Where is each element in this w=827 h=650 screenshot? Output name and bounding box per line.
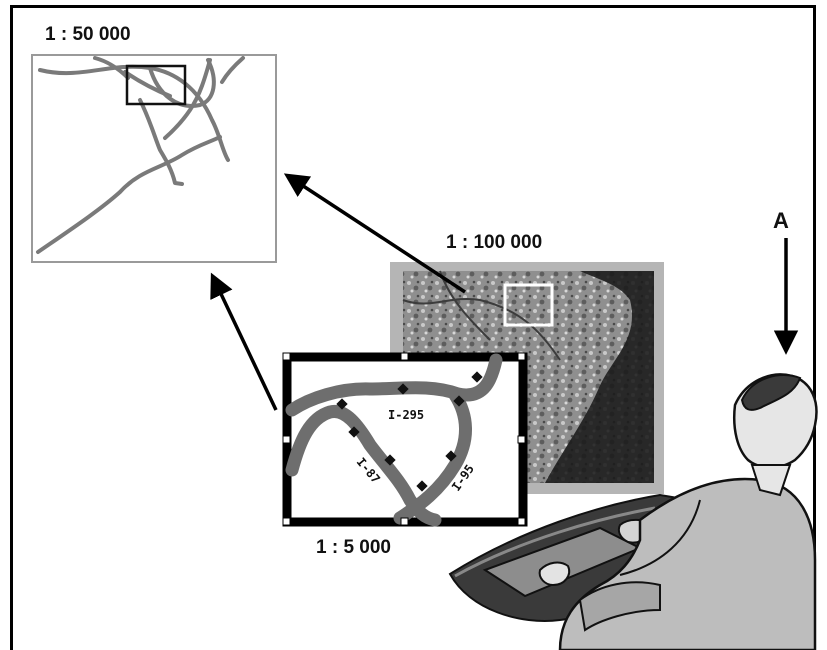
resize-handle [401,518,408,525]
resize-handle [283,518,290,525]
resize-handle [401,353,408,360]
scale-label-50k: 1 : 50 000 [45,24,131,46]
map-50k [32,55,276,262]
resize-handle [518,518,525,525]
arrow-5k-to-50k [213,277,276,410]
resize-handle [518,436,525,443]
arrow-100k-to-50k [288,176,465,292]
resize-handle [518,353,525,360]
scale-label-5k: 1 : 5 000 [316,537,391,559]
view-axis-label: A [773,208,789,234]
resize-handle [283,353,290,360]
map-5k: I-295 I-87 I-95 [283,353,525,525]
road-label-i295: I-295 [388,408,424,422]
resize-handle [283,436,290,443]
scale-label-100k: 1 : 100 000 [446,232,542,254]
